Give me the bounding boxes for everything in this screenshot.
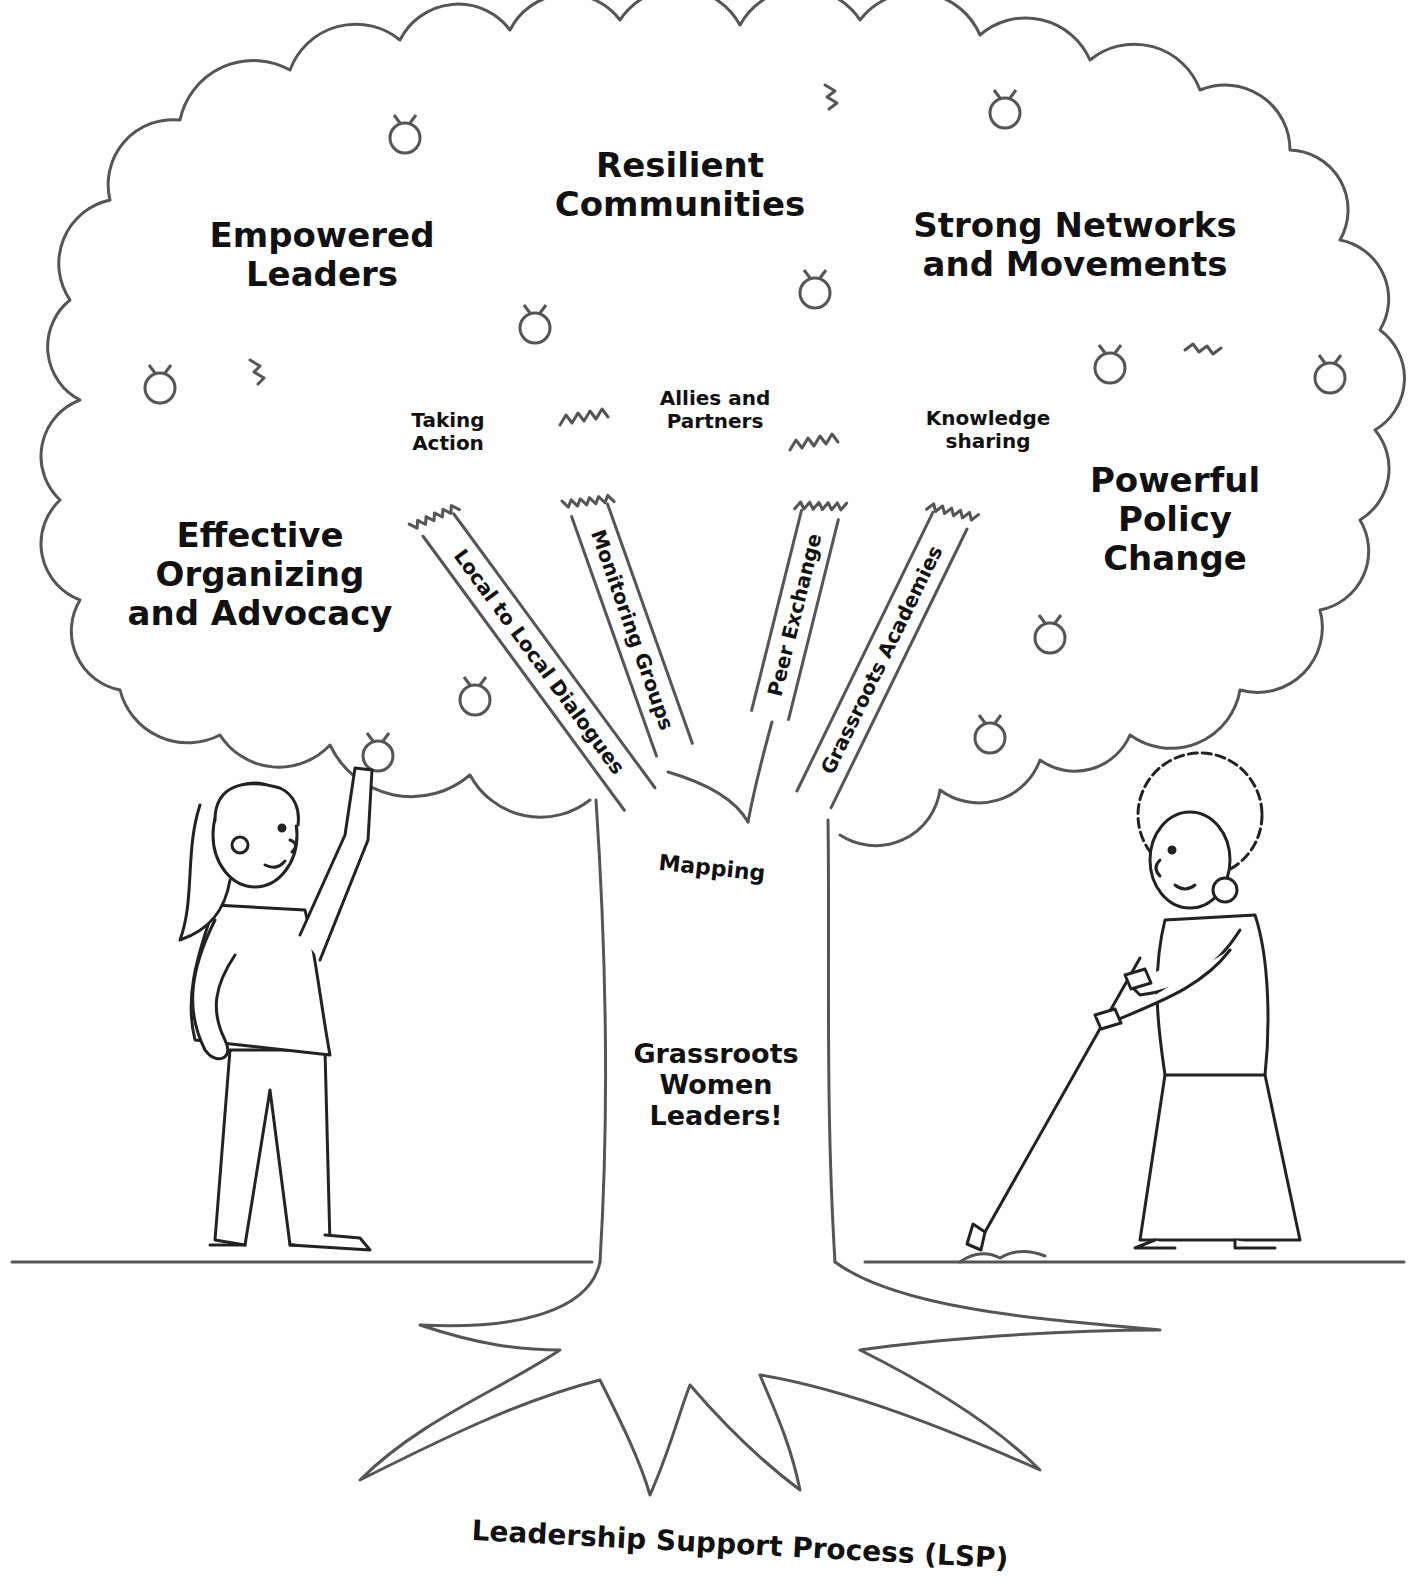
branch-label: Peer Exchange xyxy=(764,531,827,698)
leaf-tuft xyxy=(250,360,264,384)
tree-label: Allies and Partners xyxy=(658,387,773,433)
ground-line xyxy=(12,1261,1404,1264)
trunk-fork xyxy=(668,772,748,822)
tree-label: Grassroots Women Leaders! xyxy=(610,1038,822,1131)
branch-label: Leadership Support Process (LSP) xyxy=(471,1515,1009,1575)
trunk-fork xyxy=(748,722,772,822)
tree-label: Powerful Policy Change xyxy=(1070,461,1280,578)
branch-label: Monitoring Groups xyxy=(586,527,678,733)
soil xyxy=(960,1251,1045,1262)
leaf-tuft xyxy=(825,85,837,109)
branch-label: Grassroots Academies xyxy=(817,542,948,778)
leaf-tuft xyxy=(790,434,838,450)
leaf-tuft xyxy=(560,409,608,425)
branch xyxy=(745,491,847,720)
leaf-tuft xyxy=(1185,344,1221,354)
tree-roots xyxy=(360,1262,1160,1495)
branch xyxy=(409,495,660,813)
woman-hoeing xyxy=(967,753,1300,1250)
tree-trunk xyxy=(596,800,606,1262)
tree-label: Strong Networks and Movements xyxy=(900,206,1250,284)
fruit-group xyxy=(145,90,1345,771)
woman-reaching xyxy=(180,768,372,1250)
tree-label: Taking Action xyxy=(402,409,494,455)
tree-label: Effective Organizing and Advocacy xyxy=(115,516,405,633)
tree-label: Empowered Leaders xyxy=(200,216,445,294)
tree-label: Knowledge sharing xyxy=(921,407,1056,453)
branch-label: Mapping xyxy=(657,850,766,886)
tree-canopy xyxy=(41,0,1404,846)
tree-label: Resilient Communities xyxy=(530,146,830,224)
tree-trunk xyxy=(828,820,835,1262)
